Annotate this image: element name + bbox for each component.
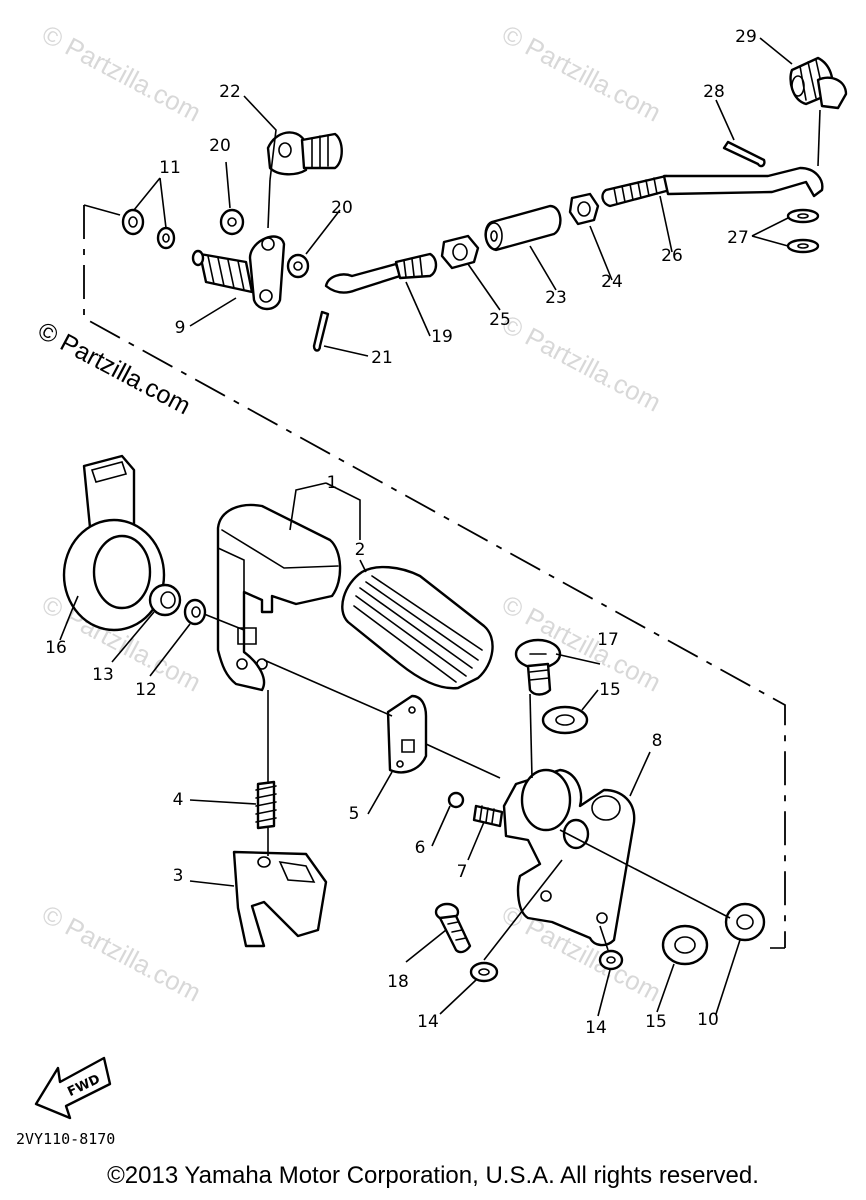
part-19-rod — [324, 252, 438, 294]
callout-leaders — [59, 37, 821, 1017]
callout-13: 13 — [92, 665, 114, 685]
callout-20b: 20 — [331, 198, 353, 218]
part-9-lever — [191, 235, 286, 311]
callout-14b: 14 — [585, 1018, 607, 1038]
part-6-ball — [447, 791, 465, 809]
part-4-spring — [255, 780, 277, 830]
part-13-grommet — [148, 583, 182, 617]
callout-12: 12 — [135, 680, 157, 700]
callout-18: 18 — [387, 972, 409, 992]
callout-3: 3 — [173, 866, 184, 886]
callout-28: 28 — [703, 82, 725, 102]
callout-19: 19 — [431, 327, 453, 347]
part-12-washer — [183, 598, 207, 626]
fwd-arrow-icon: FWD — [34, 1056, 112, 1120]
part-27-washers — [786, 208, 820, 254]
watermark-text: © Partzilla.com — [37, 19, 206, 128]
callout-8: 8 — [652, 731, 663, 751]
watermark-text: © Partzilla.com — [497, 309, 666, 418]
part-7-spring — [472, 804, 504, 828]
part-22-ball-joint — [266, 131, 343, 176]
part-18-bolt — [434, 902, 472, 954]
part-2-grip — [341, 565, 494, 690]
callout-15b: 15 — [645, 1012, 667, 1032]
callout-27: 27 — [727, 228, 749, 248]
watermark-text-main: © Partzilla.com — [33, 317, 195, 421]
callout-20a: 20 — [209, 136, 231, 156]
watermark-text: © Partzilla.com — [497, 19, 666, 128]
callout-24: 24 — [601, 272, 623, 292]
part-3-slider — [232, 850, 328, 948]
callout-17: 17 — [597, 630, 619, 650]
part-26-rod — [601, 166, 824, 208]
callout-29: 29 — [735, 27, 757, 47]
callout-4: 4 — [173, 790, 184, 810]
part-20-washers — [219, 208, 310, 279]
watermark-text: © Partzilla.com — [37, 899, 206, 1008]
callout-5: 5 — [349, 804, 360, 824]
callout-22: 22 — [219, 82, 241, 102]
part-16-cable-guide — [62, 454, 166, 632]
copyright-text: ©2013 Yamaha Motor Corporation, U.S.A. A… — [107, 1162, 759, 1189]
part-17-bolt — [514, 638, 562, 696]
diagram-code: 2VY110-8170 — [16, 1130, 115, 1148]
part-25-nut — [440, 234, 480, 270]
callout-1: 1 — [327, 473, 338, 493]
assembly-lines — [203, 613, 731, 961]
callout-11: 11 — [159, 158, 181, 178]
callout-15a: 15 — [599, 680, 621, 700]
part-23-sleeve — [484, 204, 562, 252]
assembly-boundary — [83, 204, 786, 949]
part-8-bracket — [502, 768, 636, 947]
callout-25: 25 — [489, 310, 511, 330]
callout-26: 26 — [661, 246, 683, 266]
part-15-washer-upper — [541, 705, 589, 735]
callouts: 1 2 3 4 5 6 7 8 9 10 11 12 13 14 14 15 1… — [45, 27, 757, 1038]
part-10-washer — [724, 902, 766, 942]
callout-2: 2 — [355, 540, 366, 560]
part-15-washer-lower — [661, 924, 709, 966]
callout-6: 6 — [415, 838, 426, 858]
callout-9: 9 — [175, 318, 186, 338]
part-21-cotter-pin — [312, 310, 330, 352]
callout-16: 16 — [45, 638, 67, 658]
callout-10: 10 — [697, 1010, 719, 1030]
part-29-boot — [789, 56, 848, 110]
part-24-nut — [568, 192, 600, 226]
part-5-plate — [386, 694, 428, 774]
part-14-washers — [469, 949, 624, 983]
callout-14a: 14 — [417, 1012, 439, 1032]
callout-21: 21 — [371, 348, 393, 368]
part-11-washers — [121, 208, 176, 250]
callout-23: 23 — [545, 288, 567, 308]
callout-7: 7 — [457, 862, 468, 882]
part-28-cotter-pin — [722, 140, 766, 168]
part-1-handle-housing — [216, 503, 342, 692]
